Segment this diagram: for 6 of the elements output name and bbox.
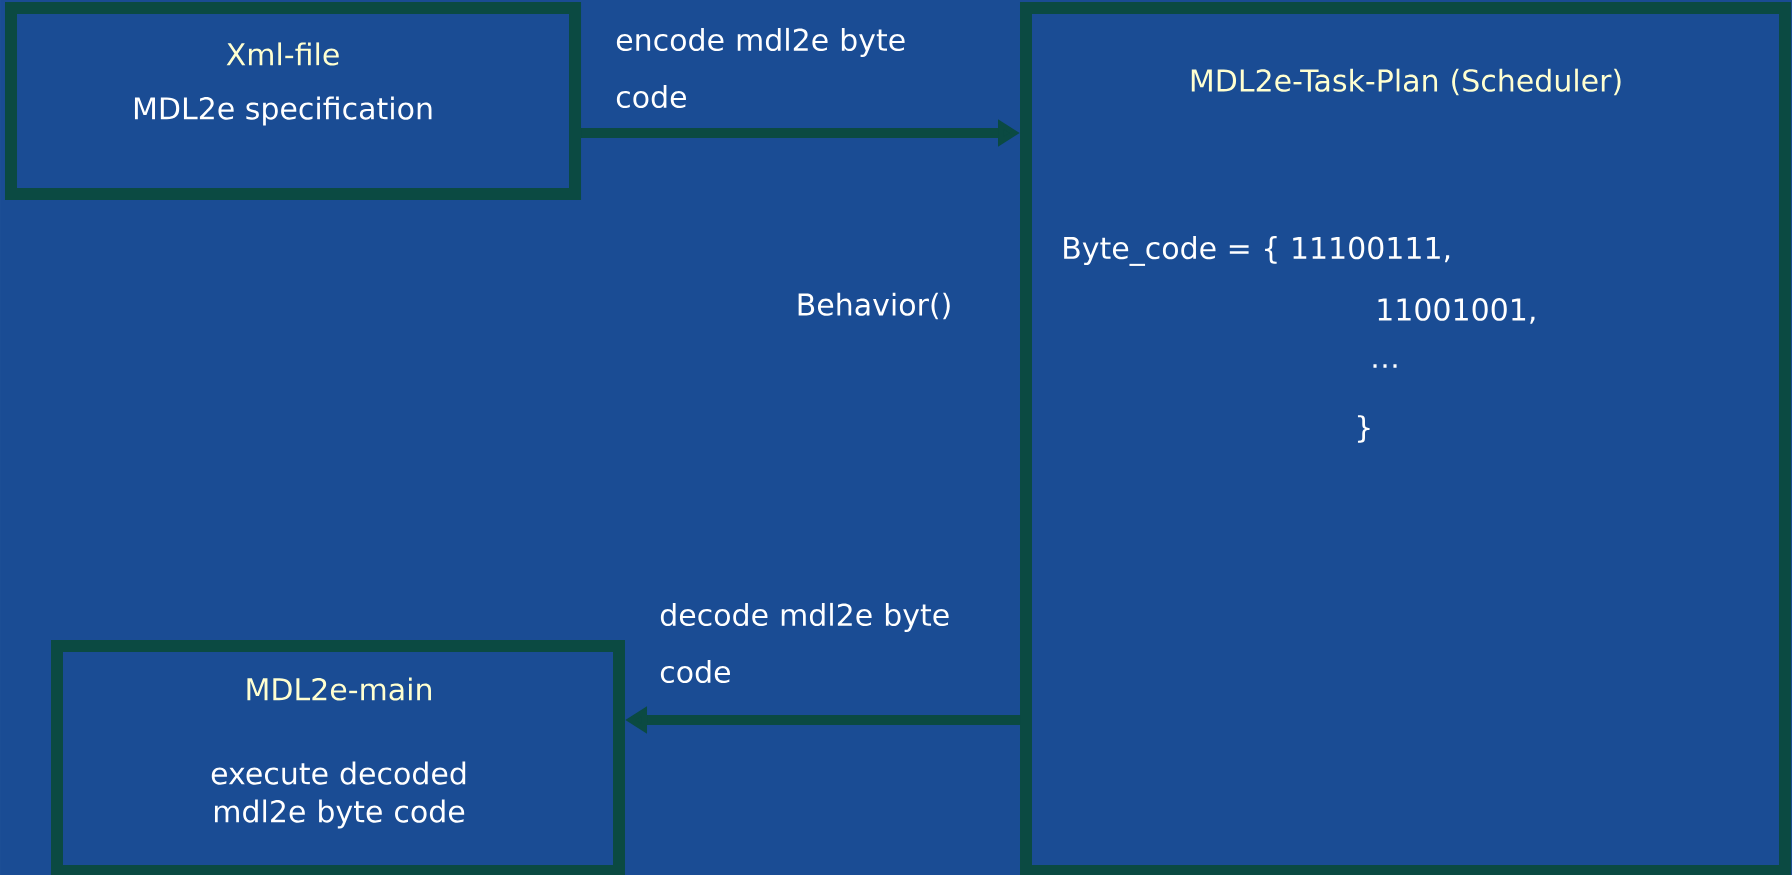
edge-label: encode mdl2e byte code bbox=[616, 27, 905, 109]
process-box: Xml-file MDL2e specification bbox=[5, 2, 581, 200]
process-box: MDL2e-Task-Plan (Scheduler) Byte_code = { 11100111, 11001001, … } bbox=[1020, 2, 1791, 875]
function-label: Behavior() bbox=[798, 292, 950, 320]
edge-label: decode mdl2e byte code bbox=[660, 602, 949, 684]
process-box: MDL2e-main execute decoded mdl2e byte code bbox=[51, 640, 625, 875]
